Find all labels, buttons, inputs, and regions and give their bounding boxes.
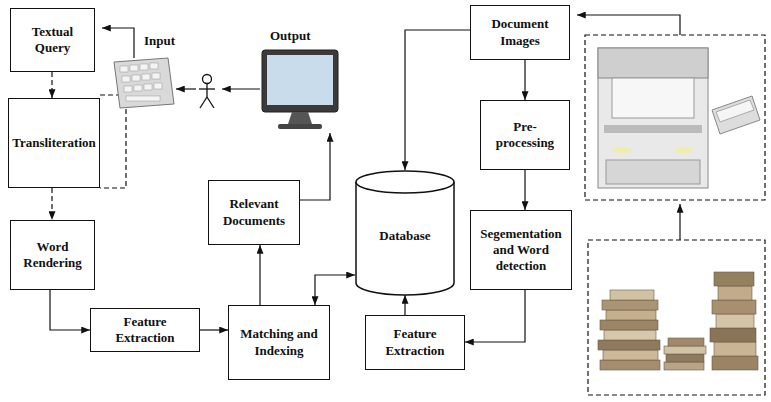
input-label: Input xyxy=(142,33,177,49)
flow-arrow xyxy=(404,295,405,315)
flow-arrow xyxy=(51,72,52,98)
node-text: Relevant Documents xyxy=(214,196,294,229)
display-arrow xyxy=(300,133,330,200)
digitize-arrow xyxy=(679,204,680,240)
monitor-picture xyxy=(262,50,338,129)
node-text: Matching and Indexing xyxy=(234,326,324,359)
books-picture xyxy=(598,272,758,370)
process-box: Document Images xyxy=(470,5,570,60)
node-text: Segementation and Word detection xyxy=(476,226,566,275)
books-panel xyxy=(588,240,765,395)
user-arrow xyxy=(176,88,196,89)
node-text: Document Images xyxy=(476,16,564,49)
process-box: Segementation and Word detection xyxy=(470,210,572,290)
scanner-picture xyxy=(598,48,760,188)
process-box: Transliteration xyxy=(8,98,100,188)
flow-arrow xyxy=(524,60,525,100)
database-cylinder: Database xyxy=(355,170,455,295)
node-text: Pre-processing xyxy=(486,119,564,152)
node-text: Database xyxy=(379,228,430,244)
flow-arrow xyxy=(465,290,525,342)
process-box: Feature Extraction xyxy=(90,308,200,352)
process-box: Textual Query xyxy=(10,8,95,72)
keyboard-picture xyxy=(114,58,174,108)
flow-arrow xyxy=(524,170,525,210)
node-text: Feature Extraction xyxy=(96,314,194,347)
node-text: Transliteration xyxy=(12,135,96,151)
process-box: Word Rendering xyxy=(10,220,95,290)
scan-arrow xyxy=(577,15,680,35)
output-label: Output xyxy=(268,28,312,44)
scanner-panel xyxy=(585,35,765,200)
node-text: Textual Query xyxy=(16,24,89,57)
node-text: Feature Extraction xyxy=(371,326,459,359)
flow-arrow xyxy=(405,30,470,170)
output-arrow xyxy=(222,88,260,89)
connector-layer xyxy=(50,30,525,342)
input-arrow xyxy=(102,28,134,58)
node-text: Word Rendering xyxy=(16,239,89,272)
user-figure xyxy=(199,75,215,109)
flow-arrow xyxy=(50,290,90,330)
process-box: Relevant Documents xyxy=(208,180,300,245)
flow-arrow xyxy=(315,275,355,305)
flow-arrow xyxy=(200,329,228,330)
flow-arrow xyxy=(259,245,260,305)
flow-arrow xyxy=(51,188,52,220)
process-box: Pre-processing xyxy=(480,100,570,170)
process-box: Matching and Indexing xyxy=(228,305,330,380)
dashed-bracket xyxy=(100,95,126,188)
process-box: Feature Extraction xyxy=(365,315,465,370)
